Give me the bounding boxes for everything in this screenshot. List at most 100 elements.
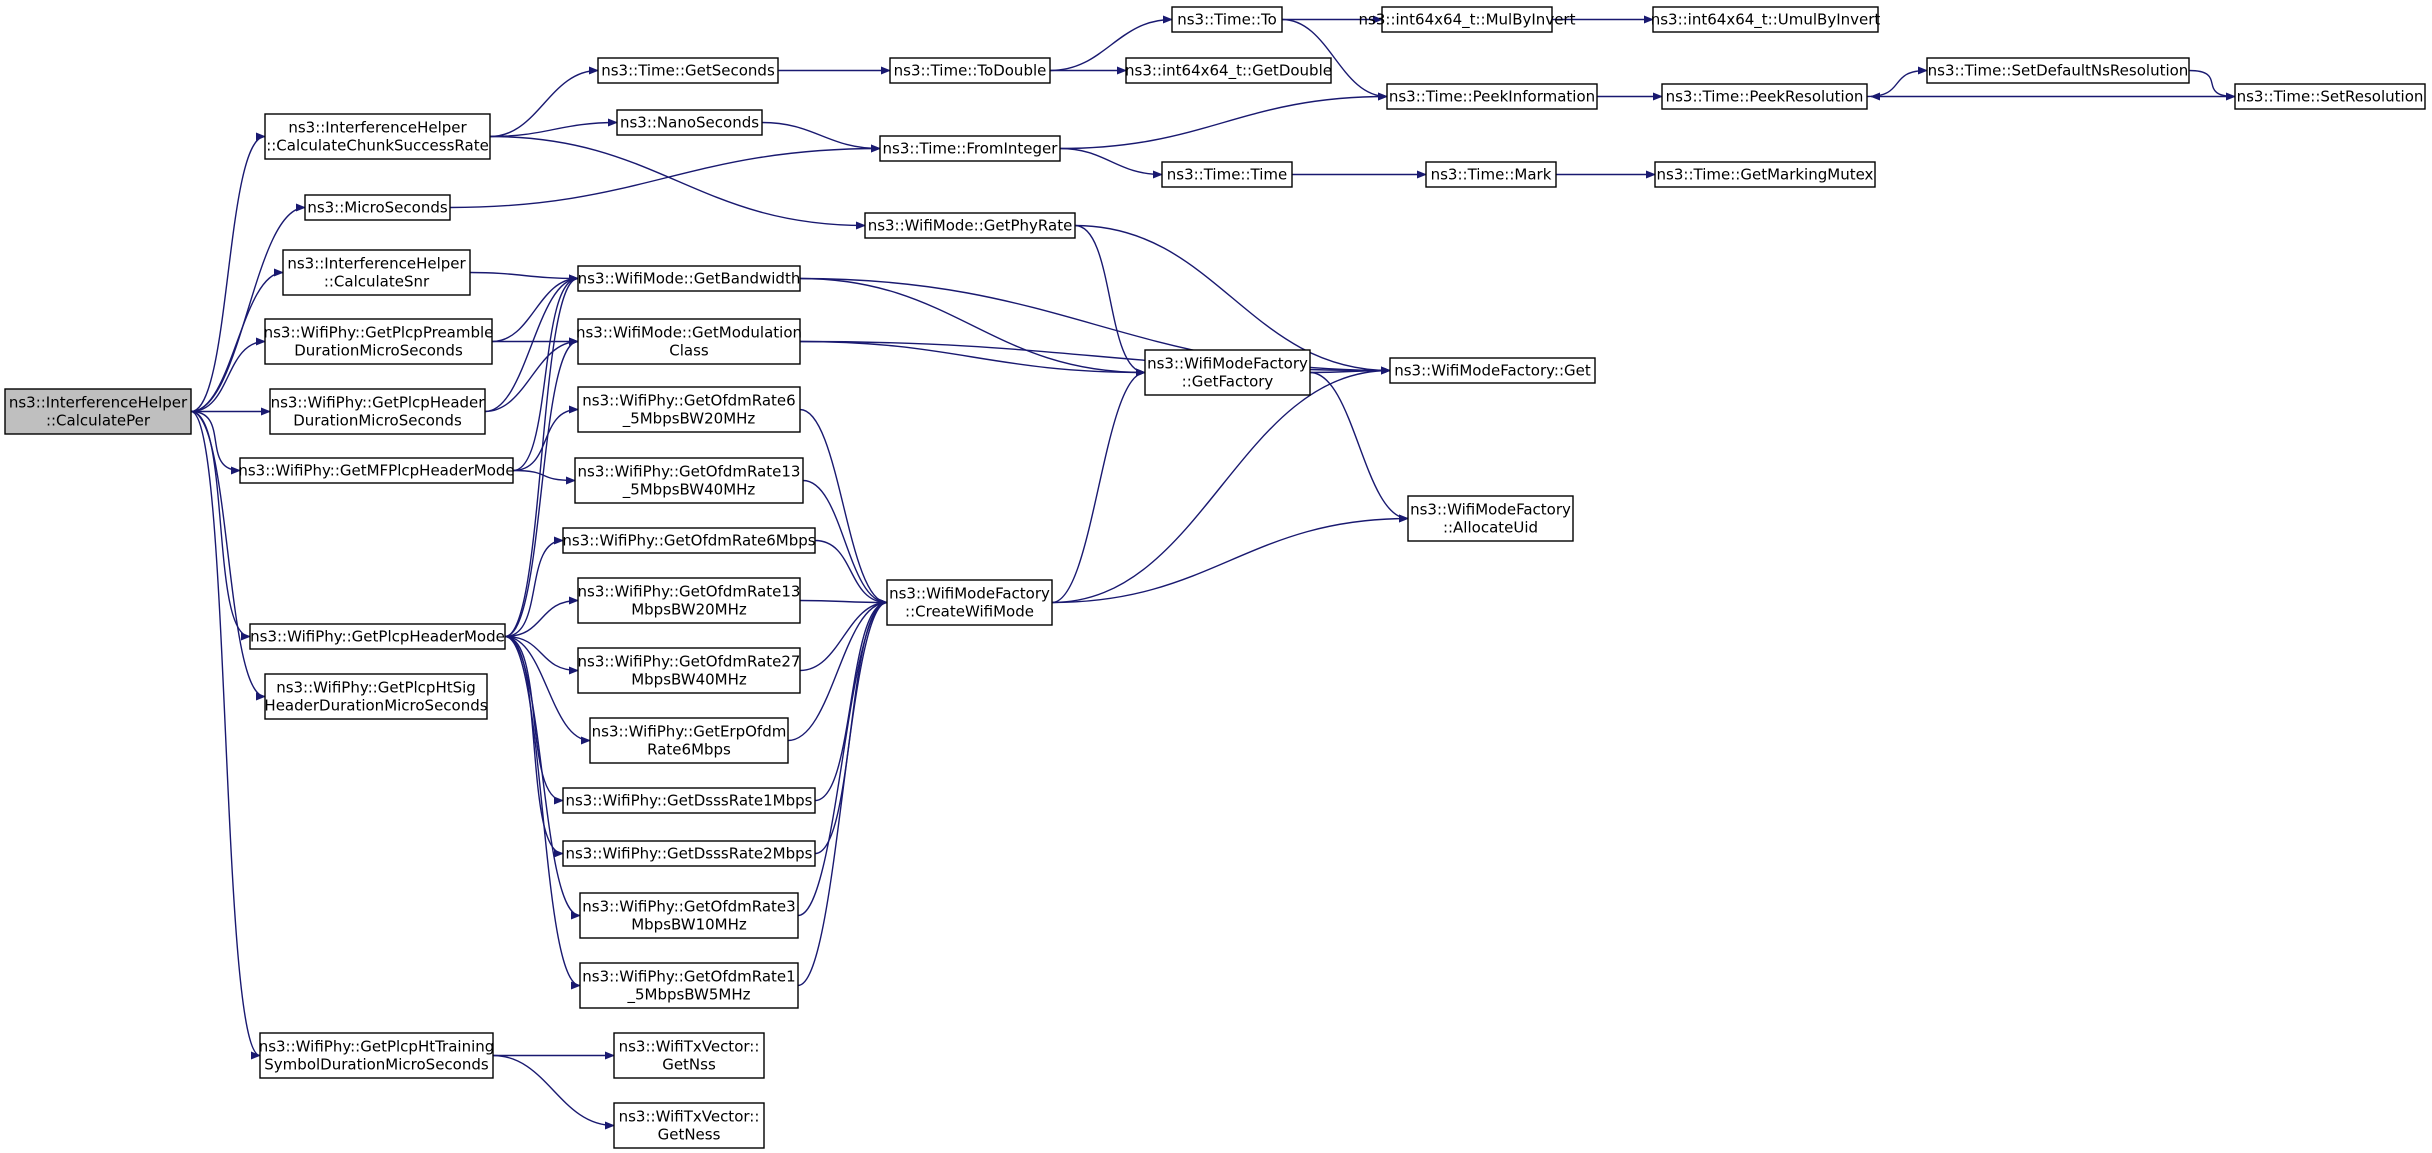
node-box [1144,349,1311,396]
node-micro[interactable]: ns3::MicroSeconds [304,194,451,221]
node-label: ns3::Time::SetResolution [2237,88,2424,106]
node-umulbyinv[interactable]: ns3::int64x64_t::UmulByInvert [1651,6,1881,33]
node-box [577,386,801,433]
node-label: ns3::WifiMode::GetBandwidth [578,270,801,288]
node-mulbyinv[interactable]: ns3::int64x64_t::MulByInvert [1359,6,1576,33]
node-o15_5[interactable]: ns3::WifiPhy::GetOfdmRate1_5MbpsBW5MHz [579,962,799,1009]
node-label: ns3::WifiPhy::GetOfdmRate13 [578,463,801,481]
node-label: _5MbpsBW20MHz [622,410,756,429]
node-root[interactable]: ns3::InterferenceHelper::CalculatePer [4,388,192,435]
node-htsig[interactable]: ns3::WifiPhy::GetPlcpHtSigHeaderDuration… [264,673,488,720]
node-box [264,318,493,365]
node-label: ns3::WifiPhy::GetOfdmRate1 [582,968,795,986]
node-mfmode[interactable]: ns3::WifiPhy::GetMFPlcpHeaderMode [238,457,515,484]
node-timeto[interactable]: ns3::Time::To [1171,6,1283,33]
node-box [562,527,816,554]
node-phyrate[interactable]: ns3::WifiMode::GetPhyRate [864,212,1076,239]
node-dsss1[interactable]: ns3::WifiPhy::GetDsssRate1Mbps [562,787,816,814]
edge-root-to-micro [190,203,306,413]
node-label: ::CalculateSnr [324,273,430,291]
node-o6[interactable]: ns3::WifiPhy::GetOfdmRate6Mbps [562,527,816,554]
edge-hdrdur-to-bandwidth [484,274,579,413]
node-allocuid[interactable]: ns3::WifiModeFactory::AllocateUid [1407,495,1574,542]
node-box [1926,57,2190,84]
node-o65_20[interactable]: ns3::WifiPhy::GetOfdmRate6_5MbpsBW20MHz [577,386,801,433]
edge-hdrmode-to-o15_5 [504,635,581,990]
node-dsss2[interactable]: ns3::WifiPhy::GetDsssRate2Mbps [562,840,816,867]
node-getsec[interactable]: ns3::Time::GetSeconds [597,57,779,84]
node-label: ns3::Time::PeekInformation [1389,88,1595,106]
node-httrain[interactable]: ns3::WifiPhy::GetPlcpHtTrainingSymbolDur… [259,1032,495,1079]
node-box [1407,495,1574,542]
node-box [259,1032,494,1079]
node-box [879,135,1061,162]
node-label: HeaderDurationMicroSeconds [264,697,487,715]
node-label: DurationMicroSeconds [294,342,463,360]
edge-modclass-to-getfactory [799,340,1146,377]
edge-createwm-to-wmfget [1051,366,1391,604]
node-getdouble[interactable]: ns3::int64x64_t::GetDouble [1125,57,1332,84]
node-box [613,1102,765,1149]
edge-phyrate-to-getfactory [1074,224,1146,377]
edge-erp6-to-createwm [787,598,888,742]
edge-root-to-ccsr [190,132,266,413]
node-label: ::AllocateUid [1443,519,1538,537]
edge-root-to-htsig [190,410,266,701]
edge-createwm-to-getfactory [1051,368,1146,604]
node-label: Class [669,342,709,360]
node-snr[interactable]: ns3::InterferenceHelper::CalculateSnr [282,249,471,296]
node-label: ns3::WifiPhy::GetPlcpHeader [271,394,486,412]
edge-o3_10-to-createwm [797,598,888,917]
node-todouble[interactable]: ns3::Time::ToDouble [889,57,1051,84]
node-wmfget[interactable]: ns3::WifiModeFactory::Get [1389,357,1596,384]
node-box [577,318,801,365]
node-box [1389,357,1596,384]
node-setres[interactable]: ns3::Time::SetResolution [2234,83,2426,110]
node-label: ns3::WifiTxVector:: [619,1108,760,1126]
edge-dsss1-to-createwm [814,598,888,802]
node-box [889,57,1051,84]
edge-snr-to-bandwidth [469,271,579,283]
node-createwm[interactable]: ns3::WifiModeFactory::CreateWifiMode [886,579,1053,626]
edge-hdrmode-to-o6 [504,536,564,638]
node-hdrdur[interactable]: ns3::WifiPhy::GetPlcpHeaderDurationMicro… [269,388,486,435]
node-peekres[interactable]: ns3::Time::PeekResolution [1661,83,1868,110]
node-label: ns3::WifiPhy::GetOfdmRate13 [578,583,801,601]
node-box [577,265,801,292]
edge-hdrdur-to-modclass [484,337,579,413]
node-timetime[interactable]: ns3::Time::Time [1161,161,1293,188]
edge-root-to-mfmode [190,410,241,475]
node-o135_40[interactable]: ns3::WifiPhy::GetOfdmRate13_5MbpsBW40MHz [574,457,804,504]
edge-bandwidth-to-getfactory [799,277,1146,377]
node-getfactory[interactable]: ns3::WifiModeFactory::GetFactory [1144,349,1311,396]
node-markmutex[interactable]: ns3::Time::GetMarkingMutex [1654,161,1876,188]
node-mark[interactable]: ns3::Time::Mark [1425,161,1557,188]
node-box [264,673,488,720]
node-setdefres[interactable]: ns3::Time::SetDefaultNsResolution [1926,57,2190,84]
node-nano[interactable]: ns3::NanoSeconds [616,109,763,136]
node-ness[interactable]: ns3::WifiTxVector::GetNess [613,1102,765,1149]
node-bandwidth[interactable]: ns3::WifiMode::GetBandwidth [577,265,801,292]
edge-frominteger-to-timetime [1059,147,1163,179]
node-label: ns3::InterferenceHelper [287,255,466,273]
node-preamble[interactable]: ns3::WifiPhy::GetPlcpPreambleDurationMic… [264,318,494,365]
node-box [304,194,451,221]
node-label: ns3::WifiPhy::GetMFPlcpHeaderMode [238,462,514,480]
node-ccsr[interactable]: ns3::InterferenceHelper::CalculateChunkS… [264,113,491,160]
edge-nano-to-frominteger [761,121,881,153]
node-frominteger[interactable]: ns3::Time::FromInteger [879,135,1061,162]
node-peekinfo[interactable]: ns3::Time::PeekInformation [1386,83,1598,110]
edge-root-to-preamble [190,337,266,413]
node-box [264,113,491,160]
edge-root-to-snr [190,268,284,413]
node-label: GetNss [662,1056,716,1074]
node-nss[interactable]: ns3::WifiTxVector::GetNss [613,1032,765,1079]
node-hdrmode[interactable]: ns3::WifiPhy::GetPlcpHeaderMode [249,623,506,650]
node-label: ns3::Time::FromInteger [883,140,1059,158]
